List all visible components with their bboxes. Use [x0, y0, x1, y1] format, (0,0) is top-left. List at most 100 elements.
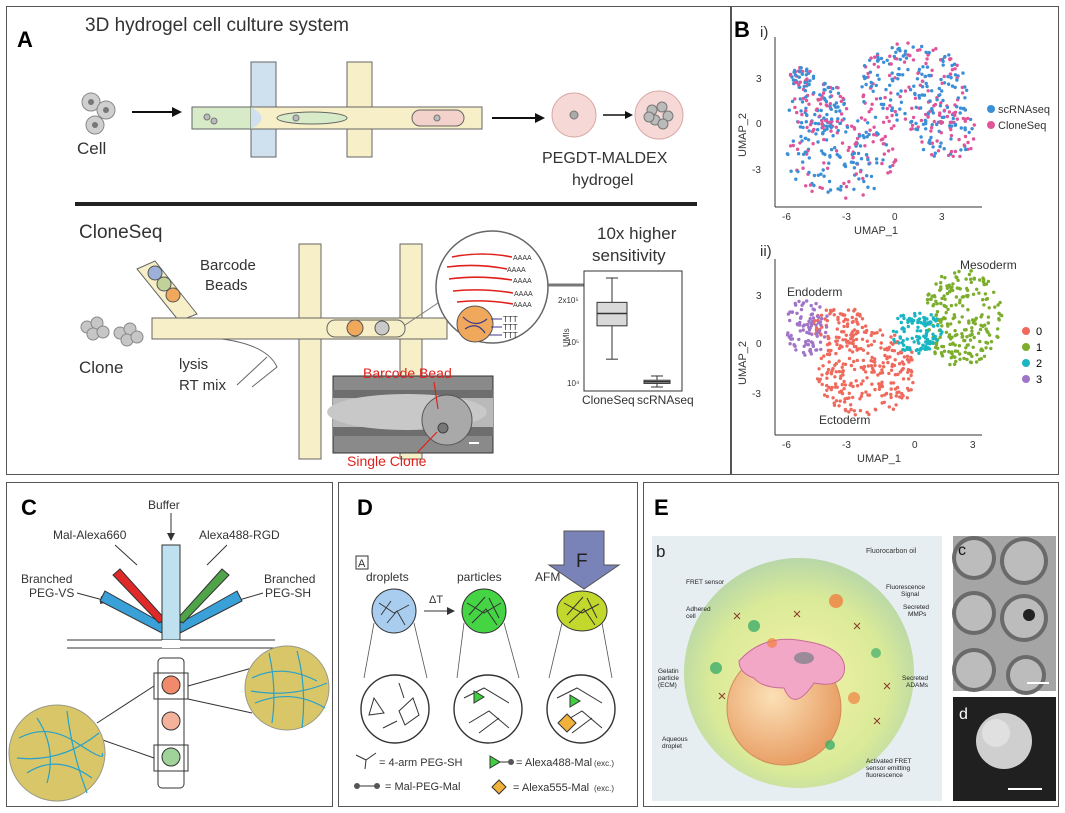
umap-point: [924, 121, 928, 126]
umap-point: [855, 136, 860, 141]
umap-point: [799, 315, 803, 319]
umap-point: [920, 72, 924, 77]
umap-point: [953, 110, 958, 115]
umap-point: [894, 158, 898, 163]
umap-point: [885, 106, 889, 111]
umap-point: [838, 109, 842, 113]
legend-malpeg: = Mal-PEG-Mal: [385, 781, 461, 793]
umap-point: [881, 158, 885, 162]
umap-point: [819, 313, 824, 317]
umap-point: [938, 111, 942, 115]
umap-point: [799, 134, 803, 139]
umap-point: [975, 287, 979, 291]
mmp-scissors: [718, 610, 891, 725]
umap-point: [888, 54, 892, 58]
umap-point: [934, 282, 938, 286]
umap-point: [835, 152, 839, 157]
umap-point: [944, 310, 948, 315]
umap-point: [983, 292, 988, 296]
umap-point: [901, 347, 905, 352]
umap-point: [956, 96, 960, 100]
umap-point: [903, 111, 907, 116]
fluorescence-spots: [710, 594, 881, 750]
umap-point: [843, 383, 848, 387]
umap-point: [809, 303, 813, 308]
umap-point: [971, 292, 976, 296]
umap-point: [913, 96, 918, 101]
umap-point: [970, 354, 974, 359]
umap-point: [819, 347, 823, 352]
vs-line2: PEG-VS: [29, 586, 74, 600]
umap-point: [845, 324, 850, 329]
micrograph-c: [952, 536, 1056, 695]
umap-point: [855, 348, 859, 352]
umap-point: [829, 370, 834, 375]
umap-point: [815, 348, 819, 352]
umap-point: [917, 351, 921, 355]
umap-point: [845, 322, 850, 326]
umap-point: [897, 46, 901, 51]
umap-point: [860, 317, 865, 321]
umap-point: [827, 120, 832, 124]
umap-point: [979, 323, 983, 327]
umap-point: [879, 346, 883, 350]
legend-scrnaseq: scRNAseq: [998, 104, 1050, 116]
umap-point: [816, 98, 821, 102]
umap-point: [910, 106, 914, 111]
umap-point: [860, 337, 865, 341]
umap-point: [918, 329, 923, 333]
umap-point: [930, 108, 934, 113]
umap-point: [872, 186, 876, 191]
umap-point: [986, 321, 990, 325]
umap-point: [906, 370, 910, 374]
panel-d-figure: D A droplets particles AFM F ΔT = 4-arm …: [354, 495, 621, 795]
umap-point: [936, 346, 940, 350]
umap-point: [907, 85, 911, 89]
umap-point: [862, 179, 866, 184]
umap-point: [838, 376, 843, 380]
umap-point: [869, 364, 874, 368]
umap-point: [854, 379, 858, 383]
umap-point: [897, 341, 901, 345]
umap-point: [796, 120, 800, 124]
umap-point: [968, 333, 972, 337]
umap-point: [842, 101, 846, 106]
umap-point: [820, 373, 824, 377]
umap-point: [942, 115, 946, 119]
umap-point: [824, 99, 829, 104]
umap-point: [801, 328, 805, 332]
umap-point: [926, 112, 930, 117]
umap-point: [819, 323, 823, 327]
umap-point: [910, 123, 915, 128]
oligo-tail: TTT: [503, 323, 518, 332]
umap-point: [835, 119, 839, 124]
umap-point: [960, 332, 964, 336]
umap-point: [852, 409, 856, 413]
umap-point: [925, 65, 930, 69]
umap-point: [943, 304, 947, 308]
umap-point: [989, 340, 994, 344]
umap-point: [858, 314, 862, 318]
xtick: -6: [782, 440, 791, 451]
umap-point: [841, 362, 845, 366]
umap-point: [945, 322, 950, 326]
umap-point: [821, 151, 825, 156]
umap-point: [935, 122, 939, 127]
cell-group: [81, 92, 116, 135]
umap-point: [970, 127, 974, 131]
single-clone-label: Single Clone: [347, 453, 427, 469]
umap-point: [850, 124, 854, 128]
umap-point: [844, 185, 849, 189]
umap-point: [946, 307, 950, 312]
umap-point: [801, 166, 805, 170]
umap-point: [874, 408, 878, 412]
umap-point: [810, 189, 814, 193]
umap-point: [807, 102, 811, 106]
umap-point: [951, 282, 955, 286]
umap-point: [849, 407, 853, 412]
umap-point: [849, 403, 853, 407]
umap-point: [805, 299, 809, 303]
xtick: -3: [842, 440, 851, 451]
umap-point: [811, 142, 815, 146]
umap-point: [898, 107, 902, 111]
